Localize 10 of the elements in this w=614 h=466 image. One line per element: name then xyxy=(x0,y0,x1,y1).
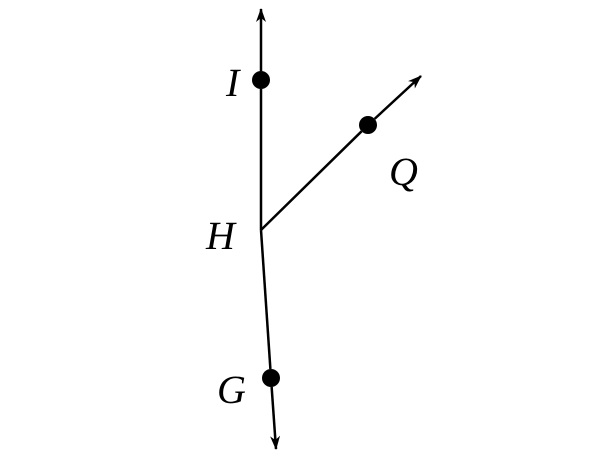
point-label: G xyxy=(217,370,246,410)
point-label: Q xyxy=(389,152,418,192)
line-segment xyxy=(260,89,262,230)
line-segment xyxy=(260,230,272,370)
ray-arrow xyxy=(270,386,280,450)
line-segment xyxy=(260,130,362,231)
ray-arrow xyxy=(374,75,422,120)
point-label: H xyxy=(206,216,235,256)
point-label: I xyxy=(226,63,240,103)
ray-arrow xyxy=(256,8,266,71)
